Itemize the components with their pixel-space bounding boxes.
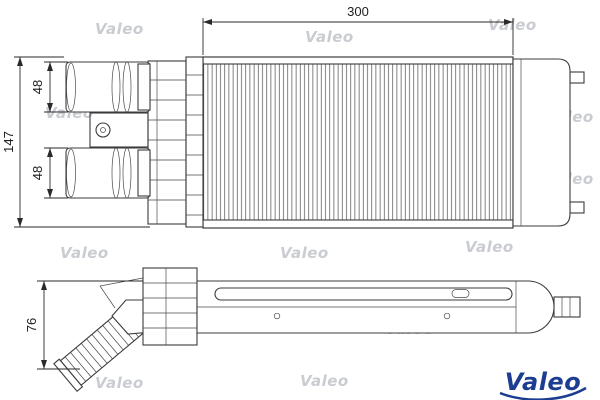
center-flange	[89, 112, 149, 148]
watermark-text: Valeo	[280, 244, 329, 262]
rivet-hole	[443, 312, 451, 320]
right-end-tank	[512, 58, 585, 227]
mounting-pin-top	[569, 71, 585, 84]
dim-48-top-label: 48	[30, 80, 45, 94]
arrowhead-top	[47, 62, 53, 71]
body-slot	[214, 287, 513, 301]
valeo-logo: Valeo	[499, 368, 587, 400]
arrowhead-bottom	[41, 360, 47, 369]
pipe-bead	[111, 147, 121, 199]
flange-outline	[89, 112, 149, 148]
intercooler-core	[202, 56, 514, 229]
bracket-rungs	[148, 79, 186, 201]
dimension-height-76: 76	[24, 280, 143, 370]
watermark-text: Valeo	[95, 374, 144, 392]
arrowhead-top	[17, 57, 23, 66]
header-plate-tabs	[186, 74, 203, 216]
watermark-text: Valeo	[465, 238, 514, 256]
intercooler-body-top	[196, 280, 581, 334]
outlet-pipe-bottom	[65, 147, 151, 199]
dimension-pipe-top-48: 48	[30, 61, 68, 113]
bracket-rungs	[143, 282, 197, 329]
pipe-end-cap	[66, 148, 76, 198]
valeo-logo-text: Valeo	[505, 368, 581, 396]
core-header-top	[202, 56, 514, 65]
pipe-collar	[137, 63, 151, 111]
arrowhead-bottom	[17, 218, 23, 227]
right-tank-outline	[512, 58, 571, 227]
front-view: 300 147 48 48	[1, 4, 585, 229]
slot-detail	[451, 289, 470, 298]
core-fins	[203, 64, 513, 220]
pipe-end-cap	[66, 62, 76, 112]
arrowhead-right	[504, 19, 513, 25]
pipe-bead	[122, 147, 132, 199]
watermark-text: Valeo	[488, 16, 537, 34]
left-bracket	[99, 267, 198, 346]
rivet-hole	[273, 312, 281, 320]
dim-147-label: 147	[1, 131, 16, 153]
corrugated-hose	[53, 308, 144, 393]
watermark-text: Valeo	[95, 20, 144, 38]
outlet-stub	[553, 296, 581, 318]
bolt-hole-inner	[100, 127, 106, 133]
pipe-collar	[137, 149, 151, 197]
watermark-text: Valeo	[300, 372, 349, 390]
core-header-bottom	[202, 219, 514, 229]
dim-300-label: 300	[347, 4, 369, 19]
bracket-frame	[142, 267, 198, 346]
pipe-body	[65, 147, 151, 199]
left-header-plate	[185, 56, 204, 228]
arrowhead-left	[203, 19, 212, 25]
left-end-tank	[147, 56, 204, 228]
arrowhead-bottom	[47, 189, 53, 198]
arrowhead-top	[41, 281, 47, 290]
arrowhead-top	[47, 148, 53, 157]
mounting-pin-bottom	[569, 201, 585, 214]
dimension-height-147: 147	[1, 56, 150, 228]
inlet-pipe-top	[65, 61, 151, 113]
pipe-bead	[122, 61, 132, 113]
dim-48-bottom-label: 48	[30, 166, 45, 180]
pipe-bead	[111, 61, 121, 113]
dimension-width-300: 300	[202, 4, 514, 55]
watermark-text: Valeo	[305, 28, 354, 46]
hose-end-flange	[53, 358, 84, 393]
arrowhead-bottom	[47, 103, 53, 112]
dim-76-label: 76	[24, 318, 39, 332]
bolt-hole-outer	[95, 122, 111, 138]
pipe-body	[65, 61, 151, 113]
dimension-pipe-bottom-48: 48	[30, 147, 68, 199]
bracket-frame	[147, 60, 187, 225]
watermark-text: Valeo	[60, 244, 109, 262]
top-view: 76	[24, 267, 581, 393]
